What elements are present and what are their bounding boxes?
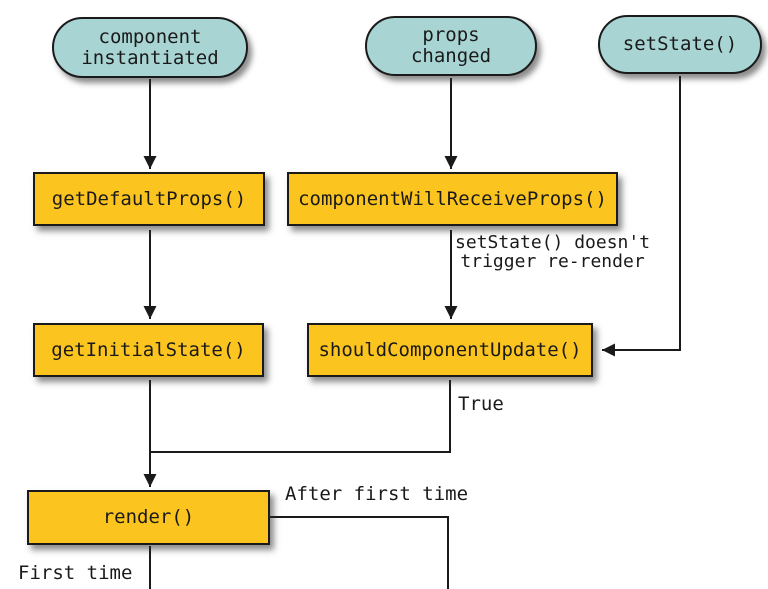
annotation-true: True <box>458 393 504 415</box>
method-node-componentwillreceiveprops: componentWillReceiveProps() <box>287 172 618 226</box>
method-label: render() <box>102 506 195 528</box>
event-label: props changed <box>410 24 492 67</box>
connector-shouldcomponentupdate-merge <box>150 380 451 453</box>
method-label: getInitialState() <box>51 338 246 361</box>
method-label: getDefaultProps() <box>51 187 247 210</box>
method-label: shouldComponentUpdate() <box>318 338 582 361</box>
annotation-no-rerender: setState() doesn't trigger re-render <box>455 232 651 272</box>
event-node-component-instantiated: component instantiated <box>52 17 248 78</box>
event-node-props-changed: props changed <box>365 16 537 76</box>
annotation-first-time: First time <box>18 562 133 584</box>
method-node-getinitialstate: getInitialState() <box>33 323 264 377</box>
method-node-shouldcomponentupdate: shouldComponentUpdate() <box>307 323 593 377</box>
method-node-getdefaultprops: getDefaultProps() <box>33 172 265 226</box>
connector-render-after-first-time <box>270 516 449 589</box>
method-label: componentWillReceiveProps() <box>298 187 607 210</box>
event-node-setstate: setState() <box>598 15 762 74</box>
annotation-after-first-time: After first time <box>285 483 469 505</box>
arrow-setstate-to-shouldcomponentupdate <box>602 76 681 357</box>
event-label: setState() <box>622 33 738 55</box>
method-node-render: render() <box>27 490 270 545</box>
event-label: component instantiated <box>81 25 219 69</box>
